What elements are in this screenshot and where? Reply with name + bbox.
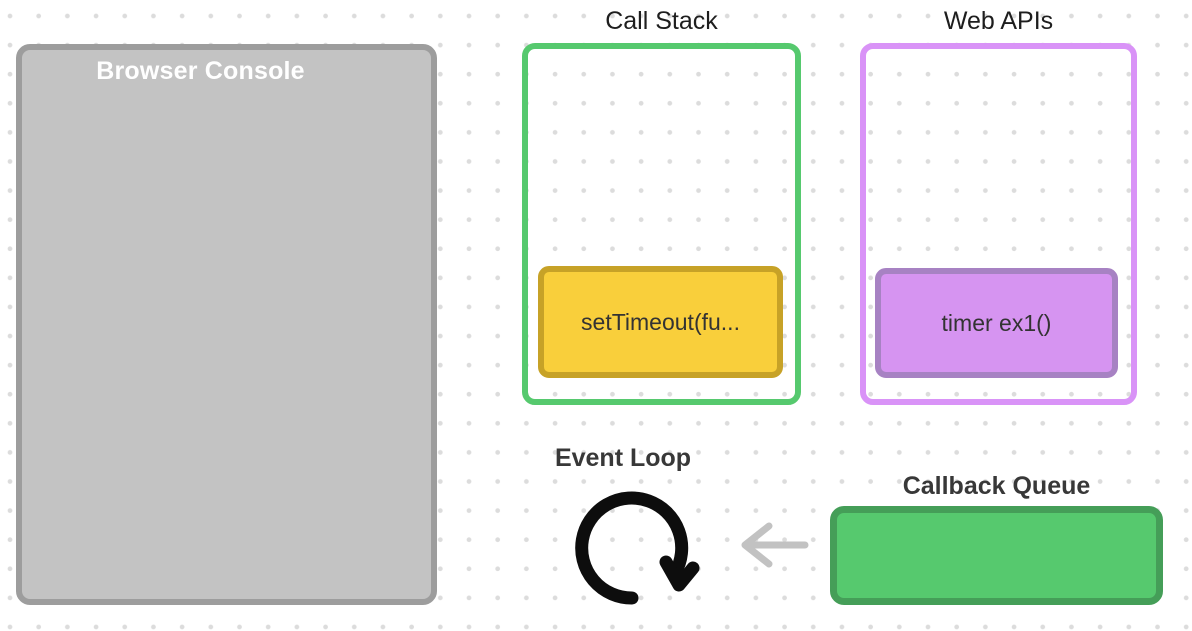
browser-console-panel: Browser Console <box>16 44 437 605</box>
call-stack-box <box>522 43 801 405</box>
web-api-task-label: timer ex1() <box>941 309 1052 336</box>
call-stack-title: Call Stack <box>605 7 718 35</box>
web-apis-box <box>860 43 1137 405</box>
browser-console-title: Browser Console <box>96 57 305 85</box>
web-api-task: timer ex1() <box>875 268 1118 378</box>
call-stack-frame-label: setTimeout(fu... <box>581 308 740 335</box>
event-loop-title: Event Loop <box>554 444 692 472</box>
callback-queue-title: Callback Queue <box>902 472 1091 500</box>
clockwise-loop-arrow-icon <box>575 491 700 605</box>
web-apis-title: Web APIs <box>943 7 1054 35</box>
call-stack-frame: setTimeout(fu... <box>538 266 783 378</box>
callback-queue-box <box>830 506 1163 605</box>
left-arrow-icon <box>741 522 809 568</box>
